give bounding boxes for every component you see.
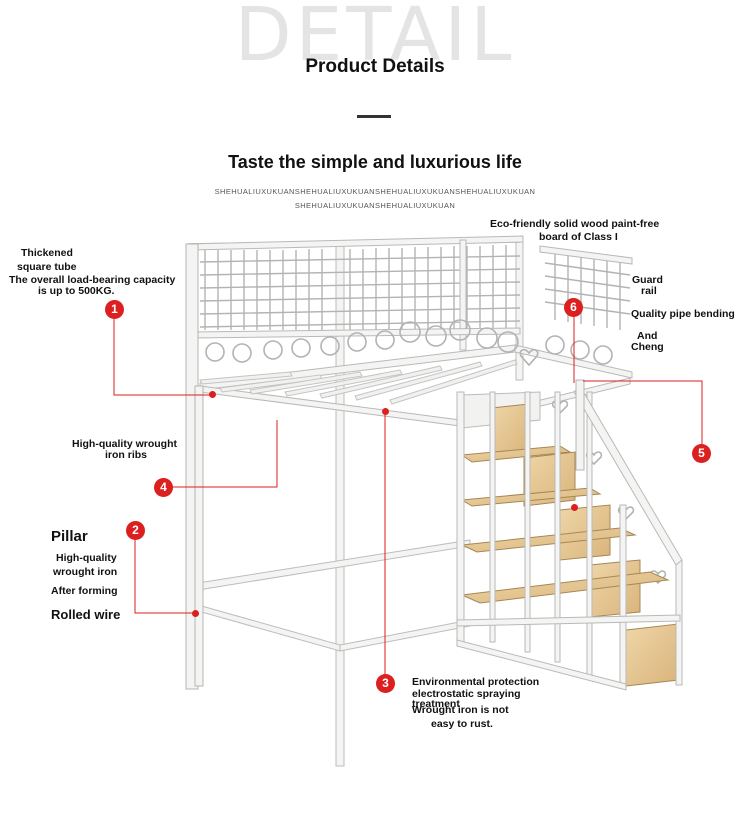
guard-label-5: Cheng [631,341,664,353]
env-label-5: easy to rust. [431,718,493,730]
title-divider [357,115,391,118]
guard-label-1: Guard [632,274,663,286]
env-label-4: Wrought iron is not [412,704,509,716]
callout-badge-3: 3 [376,674,395,693]
pillar-label-1: High-quality [56,552,117,564]
page-title: Product Details [305,56,445,77]
callout-dot-1 [209,391,216,398]
wood-board-label-1: Eco-friendly solid wood paint-free [490,218,660,230]
thickened-label-1: Thickened [21,247,73,259]
staircase-cabinet [456,385,683,691]
ribs-label-1: High-quality wrought [72,438,177,450]
thickened-label-2: square tube [17,261,77,273]
page-subtitle: Taste the simple and luxurious life [228,152,522,172]
bed-slats [199,359,518,405]
thickened-label-3: The overall load-bearing capacity [9,274,176,286]
callout-dot-2 [192,610,199,617]
thickened-label-4: is up to 500KG. [38,285,115,297]
env-label-1: Environmental protection [412,676,540,688]
pillar-label-2: wrought iron [53,566,118,578]
callout-badge-5: 5 [692,444,711,463]
wood-board-label-2: board of Class I [539,231,618,243]
decorative-text-line-1: SHEHUALIUXUKUANSHEHUALIUXUKUANSHEHUALIUX… [214,187,536,196]
guard-label-4: And [637,330,658,342]
callout-dot-3 [382,408,389,415]
pillar-title: Pillar [51,528,88,545]
guard-label-2: rail [641,285,657,297]
env-label-2: electrostatic spraying [412,688,521,700]
pillar-label-4: Rolled wire [51,607,121,622]
front-posts [185,243,585,690]
pillar-label-3: After forming [51,585,118,597]
decorative-circles [205,319,667,585]
callout-badge-1: 1 [105,300,124,319]
env-label-3: treatment [412,698,460,710]
decorative-text-line-2: SHEHUALIUXUKUANSHEHUALIUXUKUAN [294,201,456,210]
callout-badge-2: 2 [126,521,145,540]
guard-label-3: Quality pipe bending [631,308,735,320]
ribs-label-2: iron ribs [105,449,148,461]
callout-dot-6 [571,504,578,511]
callout-badge-4: 4 [154,478,173,497]
detail-watermark: DETAIL [234,0,516,78]
callout-badge-6: 6 [564,298,583,317]
